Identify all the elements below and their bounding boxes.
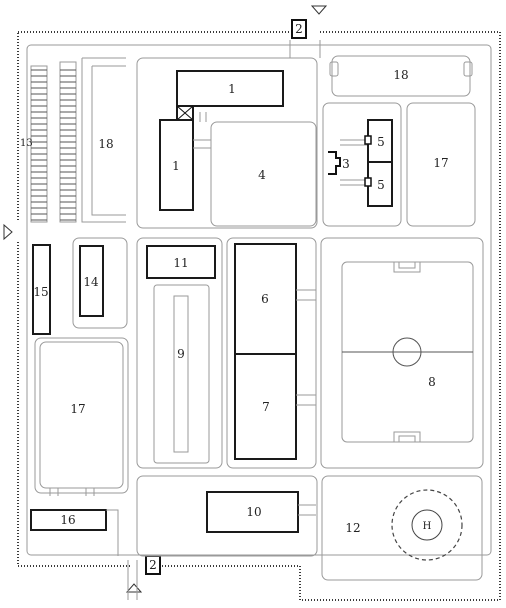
- block-17-left-label: 17: [70, 402, 85, 416]
- building-3-label: 3: [342, 157, 350, 171]
- west-entrance-arrow-icon: [3, 223, 13, 241]
- building-15-label: 15: [33, 285, 48, 299]
- block-9: 9: [153, 284, 210, 464]
- building-14-label: 14: [83, 275, 99, 289]
- west-entrance: [3, 223, 13, 241]
- building-14: 14: [79, 245, 104, 317]
- building-7-label: 7: [262, 400, 270, 414]
- building-6-label: 6: [261, 292, 269, 306]
- building-1: 1 1: [159, 70, 284, 211]
- block-9-label: 9: [177, 347, 185, 361]
- building-1-main-label: 1: [228, 82, 236, 96]
- bottom-entrance: 2: [125, 555, 161, 593]
- sports-field-8-label: 8: [428, 375, 436, 389]
- block-13-parking: 13: [20, 61, 77, 223]
- block-18-top: 18: [329, 55, 473, 97]
- area-12-helipad: 12 H: [345, 489, 463, 561]
- building-6-7: 6 7: [234, 243, 316, 460]
- building-15: 15: [32, 244, 51, 335]
- block-17-left: 17: [39, 341, 124, 496]
- building-1-side-label: 1: [172, 159, 180, 173]
- building-3: 3: [328, 139, 368, 186]
- area-12-label: 12: [345, 521, 360, 535]
- building-5-bottom-label: 5: [377, 178, 385, 192]
- building-10: 10: [206, 491, 316, 533]
- sports-field-8: 8: [341, 261, 474, 443]
- top-entrance: 2: [291, 5, 328, 39]
- block-18-left-label: 18: [98, 137, 113, 151]
- building-4-label: 4: [258, 168, 266, 182]
- building-11: 11: [146, 245, 216, 279]
- top-entrance-arrow-icon: [310, 5, 328, 15]
- helipad-outer-circle: [391, 489, 463, 561]
- block-18-left: 18: [81, 57, 126, 223]
- block-17-right-label: 17: [433, 156, 448, 170]
- helipad-inner-circle: [411, 509, 443, 541]
- block-13-label: 13: [20, 138, 33, 149]
- perimeter-wall: [17, 31, 501, 601]
- bottom-entrance-arrow-icon: [125, 583, 143, 593]
- building-11-label: 11: [173, 256, 188, 270]
- gate-house-top-label: 2: [295, 22, 303, 36]
- building-10-label: 10: [246, 505, 261, 519]
- gate-house-top: [291, 19, 307, 39]
- road-blocks: [26, 40, 492, 600]
- building-5-top-label: 5: [377, 135, 385, 149]
- helipad-label: H: [423, 521, 432, 532]
- building-16-label: 16: [60, 513, 75, 527]
- block-18-top-label: 18: [393, 68, 408, 82]
- gate-house-bottom-label: 2: [149, 558, 157, 572]
- building-16: 16: [30, 509, 119, 556]
- building-5: 5 5: [364, 119, 393, 207]
